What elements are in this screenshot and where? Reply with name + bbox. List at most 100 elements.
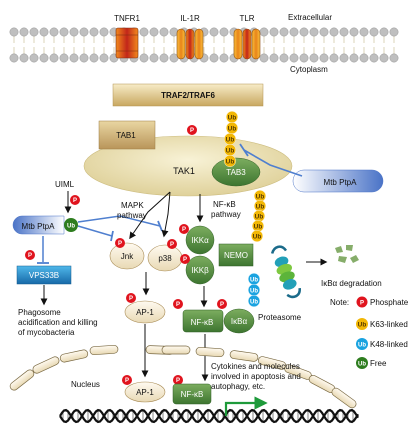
k63-ub-traf-3: Ub <box>223 132 236 145</box>
phagosome-line-2: acidification and killing <box>18 318 98 327</box>
nuclear-pore-segment <box>195 346 225 358</box>
phagosome-text: Phagosome acidification and killing of m… <box>18 308 100 337</box>
phosphate-nfkb-text: P <box>176 302 180 308</box>
nfkb-nucleus-node: NF-κB <box>172 383 212 405</box>
k63-ub-nemo-4-text: Ub <box>254 223 263 230</box>
vps33b-node: VPS33B <box>16 265 72 285</box>
legend-k48-glyph: Ub <box>358 342 366 348</box>
nuclear-envelope <box>9 344 357 409</box>
k48-ub-1: Ub <box>247 273 260 286</box>
phosphate-vps33b: P <box>25 250 35 260</box>
phosphate-tak1: P <box>187 125 197 135</box>
mapk-pathway-label: MAPK pathway <box>117 201 147 220</box>
uiml-label: UIML <box>55 180 75 189</box>
legend-free-label: Free <box>370 359 387 368</box>
nuclear-pore-segment <box>161 345 191 355</box>
ikka-node: IKKα <box>185 225 215 255</box>
ikkb-label: IKKβ <box>191 266 209 275</box>
ub-free-glyph: Ub <box>67 224 75 230</box>
k63-ub-nemo-1-text: Ub <box>256 193 265 200</box>
ikba-label: IκBα <box>231 317 248 326</box>
k63-ub-traf-1: Ub <box>225 110 238 123</box>
nfkb-label: NF-κB <box>191 318 214 327</box>
legend-k63-label: K63-linked <box>370 320 408 329</box>
phosphate-vps33b-text: P <box>28 253 32 259</box>
cytokines-line-2: involved in apoptosis and <box>211 372 301 381</box>
k63-ub-nemo-3-text: Ub <box>255 213 264 220</box>
tnfr1-label: TNFR1 <box>114 14 140 23</box>
nemo-node: NEMO <box>218 243 254 267</box>
plasma-membrane <box>9 27 399 63</box>
p38-label: p38 <box>158 254 172 263</box>
phosphate-nfkb-nucleus: P <box>173 375 183 385</box>
legend-title: Note: <box>330 298 349 307</box>
phosphate-ap1-text: P <box>129 296 133 302</box>
cytokines-text: Cytokines and molecules involved in apop… <box>211 362 303 391</box>
ikba-node <box>223 308 255 334</box>
legend-k63-glyph: Ub <box>358 321 367 328</box>
phosphate-ikkb-text: P <box>183 257 187 263</box>
mtb-ptpa-right-node: Mtb PtpA <box>292 169 384 193</box>
legend-free: Ub Free <box>356 357 387 369</box>
ptpa-p38-inhibition-bar <box>157 220 163 232</box>
k48-ub-2-text: Ub <box>250 288 258 294</box>
legend-k48-label: K48-linked <box>370 340 408 349</box>
receptor-tlr: TLR <box>233 14 261 60</box>
ap1-node: AP-1 <box>124 300 166 324</box>
nfkb-ikba-complex: NF-κB IκBα <box>182 308 255 334</box>
phosphate-nfkb: P <box>173 299 183 309</box>
ap1-label: AP-1 <box>136 308 154 317</box>
degradation-fragments <box>335 245 359 263</box>
k63-ub-traf-2: Ub <box>225 121 238 134</box>
phosphate-ikba: P <box>217 299 227 309</box>
legend-phosphate-glyph: P <box>360 300 364 306</box>
ptpa-p38-inhibition-line <box>77 215 161 227</box>
mtb-ptpa-left-label: Mtb PtpA <box>22 222 56 231</box>
k63-ub-nemo-2: Ub <box>253 199 266 212</box>
tab1-label: TAB1 <box>116 131 136 140</box>
k48-ub-1-text: Ub <box>250 277 258 283</box>
k63-ub-traf-5-text: Ub <box>226 158 235 165</box>
transcription-arrow <box>224 396 268 416</box>
phagosome-line-3: of mycobacteria <box>18 328 75 337</box>
mtb-ptpa-right-label: Mtb PtpA <box>324 178 358 187</box>
tab3-label: TAB3 <box>226 168 246 177</box>
phosphate-tak1-text: P <box>190 128 194 134</box>
p38-node: p38 <box>147 244 183 272</box>
phosphate-ikka-text: P <box>182 227 186 233</box>
k63-ub-nemo-5: Ub <box>250 229 263 242</box>
k63-ub-traf-3-text: Ub <box>226 136 235 143</box>
tak1-p38-arrow <box>161 191 171 238</box>
ikka-label: IKKα <box>191 236 209 245</box>
phosphate-nfkb-nucleus-text: P <box>176 378 180 384</box>
cytokines-line-3: autophagy, etc. <box>211 382 265 391</box>
dna-helix <box>59 408 359 424</box>
k63-ub-nemo-4: Ub <box>251 219 264 232</box>
nucleus-label: Nucleus <box>71 380 100 389</box>
phosphate-jnk-text: P <box>118 241 122 247</box>
ptpa-jnk-inhibition-line <box>77 225 113 237</box>
k63-ub-traf-4-text: Ub <box>226 147 235 154</box>
phosphate-ptpa: P <box>70 195 80 205</box>
legend-k63: Ub K63-linked <box>356 318 408 330</box>
ap1-nucleus-label: AP-1 <box>136 388 154 397</box>
nuclear-pore-segment <box>89 344 119 356</box>
legend-free-glyph: Ub <box>358 361 366 367</box>
cytoplasm-label: Cytoplasm <box>290 65 328 74</box>
phosphate-p38: P <box>167 239 177 249</box>
nfkb-pathway-label: NF-κB pathway <box>211 200 241 219</box>
k63-ub-nemo-5-text: Ub <box>253 233 262 240</box>
k63-ub-traf-1-text: Ub <box>228 114 237 121</box>
proteasome-label: Proteasome <box>258 313 302 322</box>
nfkb-nucleus-label: NF-κB <box>181 390 204 399</box>
traf-label: TRAF2/TRAF6 <box>161 91 215 100</box>
vps33b-label: VPS33B <box>29 271 59 280</box>
tak1-jnk-arrow <box>129 191 171 240</box>
ptpa-tab3-inhibition-line <box>243 149 303 177</box>
nuclear-pore-segment <box>32 356 60 374</box>
extracellular-label: Extracellular <box>288 13 332 22</box>
